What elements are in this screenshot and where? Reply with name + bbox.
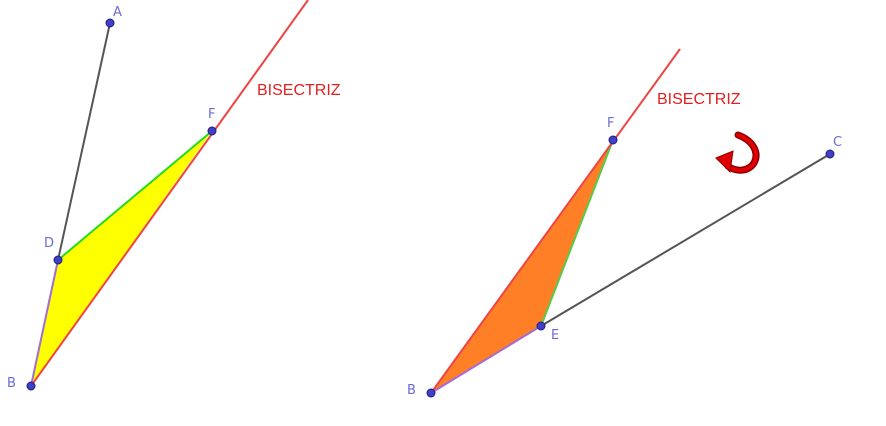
right-label-B: B [407, 383, 416, 398]
right-bisector-label: BISECTRIZ [657, 91, 741, 108]
left-label-D: D [44, 236, 54, 251]
left-label-B: B [7, 376, 16, 391]
right-edge-BE [430, 325, 542, 394]
right-point-F[interactable] [608, 135, 618, 145]
right-point-C[interactable] [825, 149, 835, 159]
left-point-B[interactable] [26, 381, 36, 391]
right-point-B[interactable] [426, 388, 436, 398]
left-edge-DF [57, 130, 213, 261]
right-point-E[interactable] [536, 321, 546, 331]
left-point-A[interactable] [105, 18, 115, 28]
right-label-F: F [607, 116, 614, 131]
left-label-A: A [113, 5, 122, 20]
right-label-E: E [551, 328, 559, 343]
left-edge-BD [30, 259, 59, 387]
left-segment-AD [57, 22, 111, 261]
right-label-C: C [833, 135, 842, 150]
right-edge-EF [540, 139, 614, 327]
left-figure: A D F B BISECTRIZ [7, 0, 341, 391]
left-label-F: F [208, 107, 215, 122]
right-segment-EC [540, 153, 831, 327]
right-bisector-line [430, 48, 681, 394]
curved-arrow-icon [715, 131, 760, 174]
right-figure: F C E B BISECTRIZ [407, 48, 842, 398]
left-point-F[interactable] [207, 126, 217, 136]
left-bisector-label: BISECTRIZ [257, 82, 341, 99]
left-point-D[interactable] [53, 255, 63, 265]
left-bisector-line [30, 0, 309, 387]
